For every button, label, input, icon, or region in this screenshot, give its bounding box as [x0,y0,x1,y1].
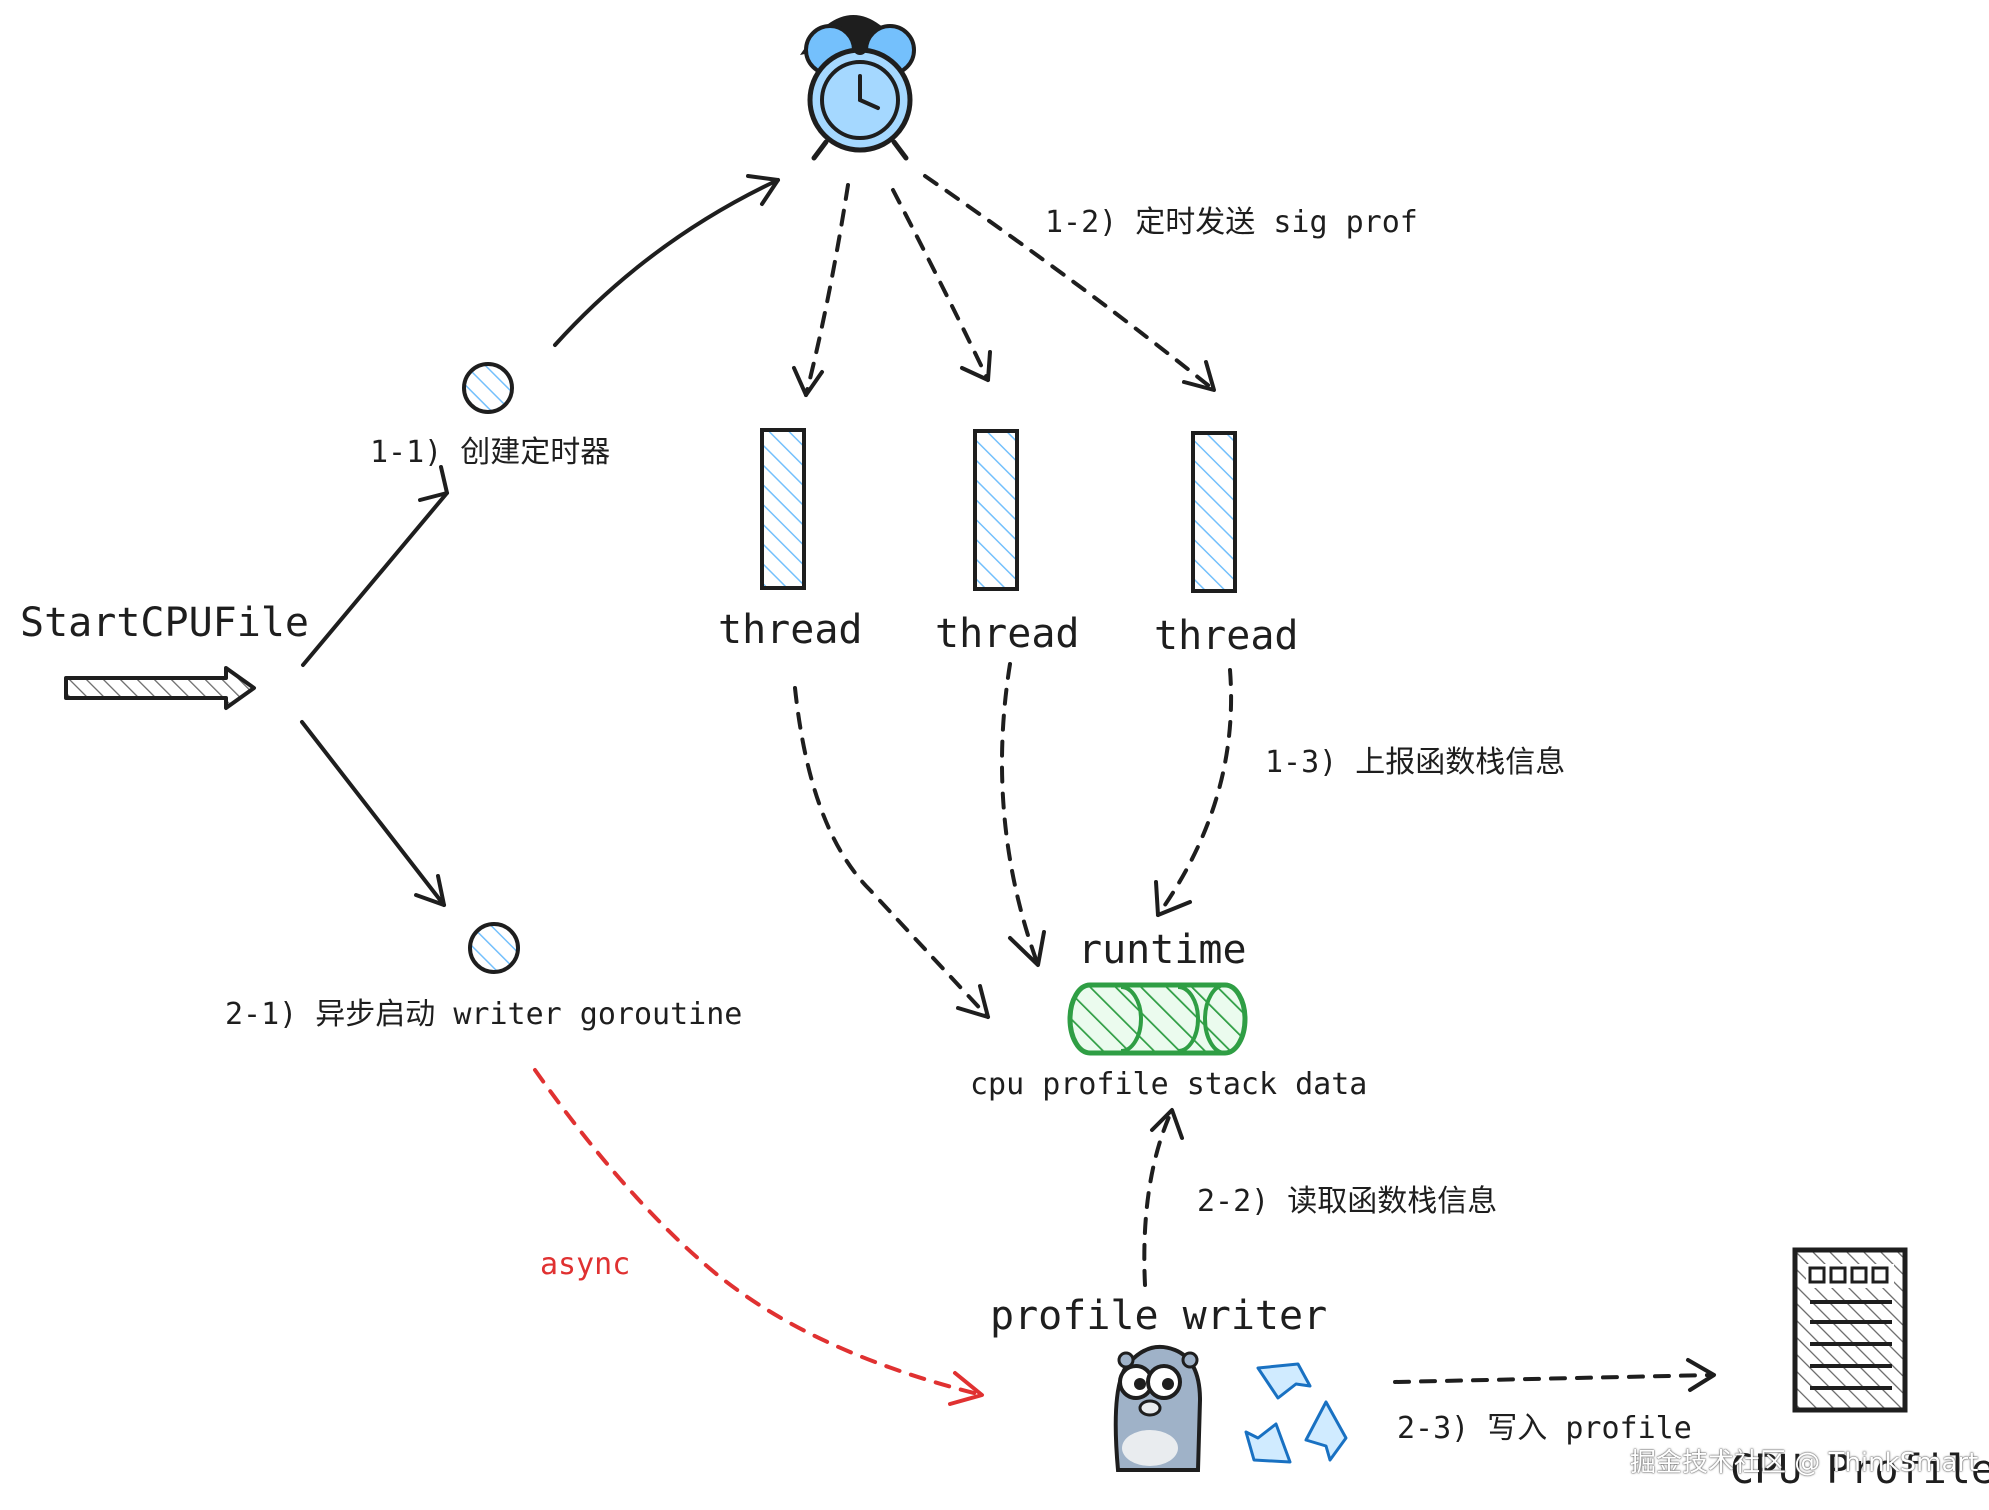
thread-label-3: thread [1154,613,1299,659]
alarm-clock-icon [800,15,916,161]
arrow-start-to-writer [300,720,446,907]
start-arrow [64,666,256,710]
runtime-buffer [1067,982,1248,1056]
signal-arrows [792,174,1216,397]
report-arrows [793,662,1234,1019]
recycle-icon [1244,1362,1348,1464]
timer-node [462,362,514,414]
arrow-start-to-timer [301,491,449,667]
runtime-label: runtime [1078,927,1247,973]
step-2-1-label: 2-1) 异步启动 writer goroutine [225,997,743,1032]
solid-arrows [300,174,780,907]
write-arrow [1393,1358,1716,1392]
step-2-2-label: 2-2) 读取函数栈信息 [1197,1184,1498,1219]
async-label: async [540,1247,631,1282]
gopher-mascot-icon [1113,1345,1203,1472]
profile-writer-label: profile writer [990,1293,1328,1339]
async-arrow [533,1068,984,1406]
thread-bar-1 [760,428,806,590]
thread-label-1: thread [718,607,863,653]
step-1-1-label: 1-1) 创建定时器 [370,435,611,470]
thread-label-2: thread [935,611,1080,657]
watermark: 掘金技术社区 @ ThinkSmart [1630,1448,1979,1478]
document-icon [1792,1247,1908,1413]
writer-goroutine-node [468,922,520,974]
entry-label: StartCPUFile [20,600,309,646]
step-2-3-label: 2-3) 写入 profile [1397,1411,1692,1446]
stack-data-label: cpu profile stack data [970,1067,1368,1102]
arrow-timer-to-clock [553,178,780,347]
read-arrow [1142,1108,1184,1287]
step-1-3-label: 1-3) 上报函数栈信息 [1265,745,1566,780]
thread-bar-3 [1191,431,1237,593]
step-1-2-label: 1-2) 定时发送 sig prof [1045,205,1418,240]
cpu-profile-label: CPU Profile [1730,1447,1989,1493]
thread-bar-2 [973,429,1019,591]
